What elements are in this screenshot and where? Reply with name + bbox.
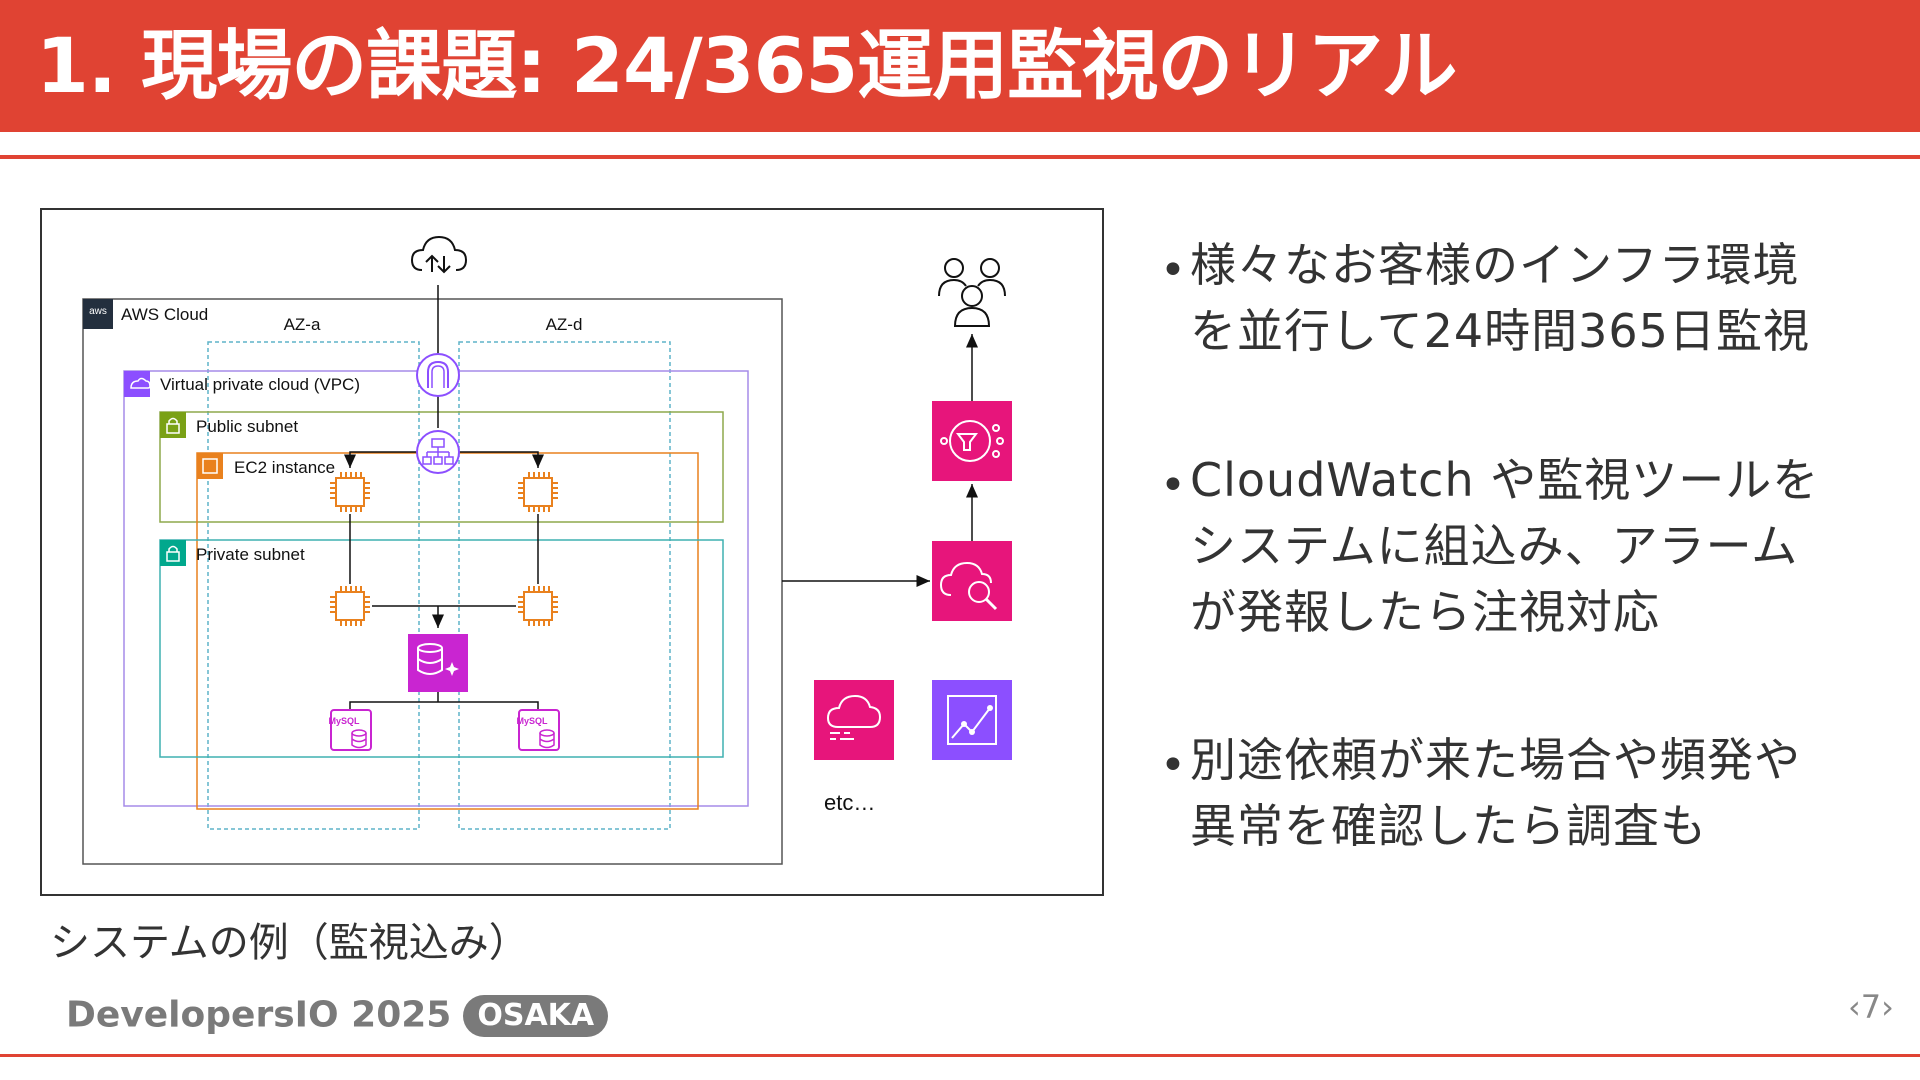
ec2-instance-icon <box>518 586 558 626</box>
aws-logo-text: aws <box>89 306 107 317</box>
connector-alb-to-ec2-a <box>344 451 422 468</box>
cloudwatch-icon <box>932 541 1012 621</box>
az-a-label: AZ-a <box>284 315 321 334</box>
footer-divider <box>0 1054 1920 1057</box>
bullet-dot: • <box>1160 245 1186 296</box>
connector-db-to-mysql <box>349 690 539 714</box>
brand-badge: OSAKA <box>463 994 609 1037</box>
svg-text:MySQL: MySQL <box>516 716 548 726</box>
vpc-icon <box>124 371 150 397</box>
private-subnet-label: Private subnet <box>196 545 305 564</box>
bullet-line: システムに組込み、アラーム <box>1190 519 1799 573</box>
aws-logo-icon <box>83 299 113 329</box>
aws-cloud-label: AWS Cloud <box>121 305 208 324</box>
title-bar: 1. 現場の課題: 24/365運用監視のリアル <box>0 0 1920 132</box>
bullet-text: CloudWatch や監視ツールを システムに組込み、アラーム が発報したら注… <box>1190 447 1880 645</box>
internet-gateway-icon <box>416 353 460 397</box>
slide-title: 1. 現場の課題: 24/365運用監視のリアル <box>36 21 1457 110</box>
bullet-line: 様々なお客様のインフラ環境 <box>1190 238 1800 292</box>
ec2-instance-icon <box>518 472 558 512</box>
svg-text:MySQL: MySQL <box>328 716 360 726</box>
bullet-dot: • <box>1160 740 1186 791</box>
bullet-text: 別途依頼が来た場合や頻発や 異常を確認したら調査も <box>1190 727 1880 859</box>
connector-ec2-to-db <box>372 605 516 628</box>
public-subnet-group <box>159 411 724 523</box>
brand-name: DevelopersIO 2025 <box>66 994 452 1036</box>
mysql-instance-icon: MySQL <box>516 709 560 751</box>
ec2-instance-label: EC2 instance <box>234 458 335 477</box>
cloudwatch-logs-icon <box>814 680 894 760</box>
aurora-database-icon <box>408 634 468 692</box>
users-icon <box>938 258 1006 327</box>
bullet-line: が発報したら注視対応 <box>1190 585 1660 639</box>
bullet-text: 様々なお客様のインフラ環境 を並行して24時間365日監視 <box>1190 232 1880 364</box>
brand-logo: DevelopersIO 2025 OSAKA <box>66 990 609 1040</box>
architecture-diagram-svg: aws AWS Cloud AZ-a AZ-d Virtual private … <box>82 235 1012 865</box>
load-balancer-icon <box>416 430 460 474</box>
bullet-line: を並行して24時間365日監視 <box>1190 304 1810 358</box>
managed-grafana-icon <box>932 680 1012 760</box>
mysql-instance-icon: MySQL <box>328 709 372 751</box>
diagram-caption: システムの例（監視込み） <box>50 920 529 966</box>
internet-cloud-icon <box>410 235 468 274</box>
ec2-instance-icon <box>330 586 370 626</box>
page-number: ‹7› <box>1848 988 1894 1026</box>
private-subnet-lock-icon <box>160 540 186 566</box>
private-subnet-group <box>159 539 724 758</box>
connector-alb-to-ec2-d <box>454 451 544 468</box>
bullet-line: CloudWatch や監視ツールを <box>1190 453 1820 507</box>
ec2-instance-icon <box>330 472 370 512</box>
bullet-dot: • <box>1160 460 1186 511</box>
sns-icon <box>932 401 1012 481</box>
az-d-label: AZ-d <box>546 315 583 334</box>
az-d-group <box>458 341 671 830</box>
public-subnet-label: Public subnet <box>196 417 298 436</box>
ec2-instance-group <box>196 452 699 810</box>
bullet-line: 異常を確認したら調査も <box>1190 799 1707 853</box>
architecture-diagram: aws AWS Cloud AZ-a AZ-d Virtual private … <box>40 208 1104 896</box>
vpc-label: Virtual private cloud (VPC) <box>160 375 360 394</box>
az-a-group <box>207 341 420 830</box>
header-divider <box>0 155 1920 159</box>
bullet-line: 別途依頼が来た場合や頻発や <box>1190 733 1801 787</box>
public-subnet-lock-icon <box>160 412 186 438</box>
ec2-group-icon <box>197 453 223 479</box>
etc-label: etc… <box>824 790 875 815</box>
